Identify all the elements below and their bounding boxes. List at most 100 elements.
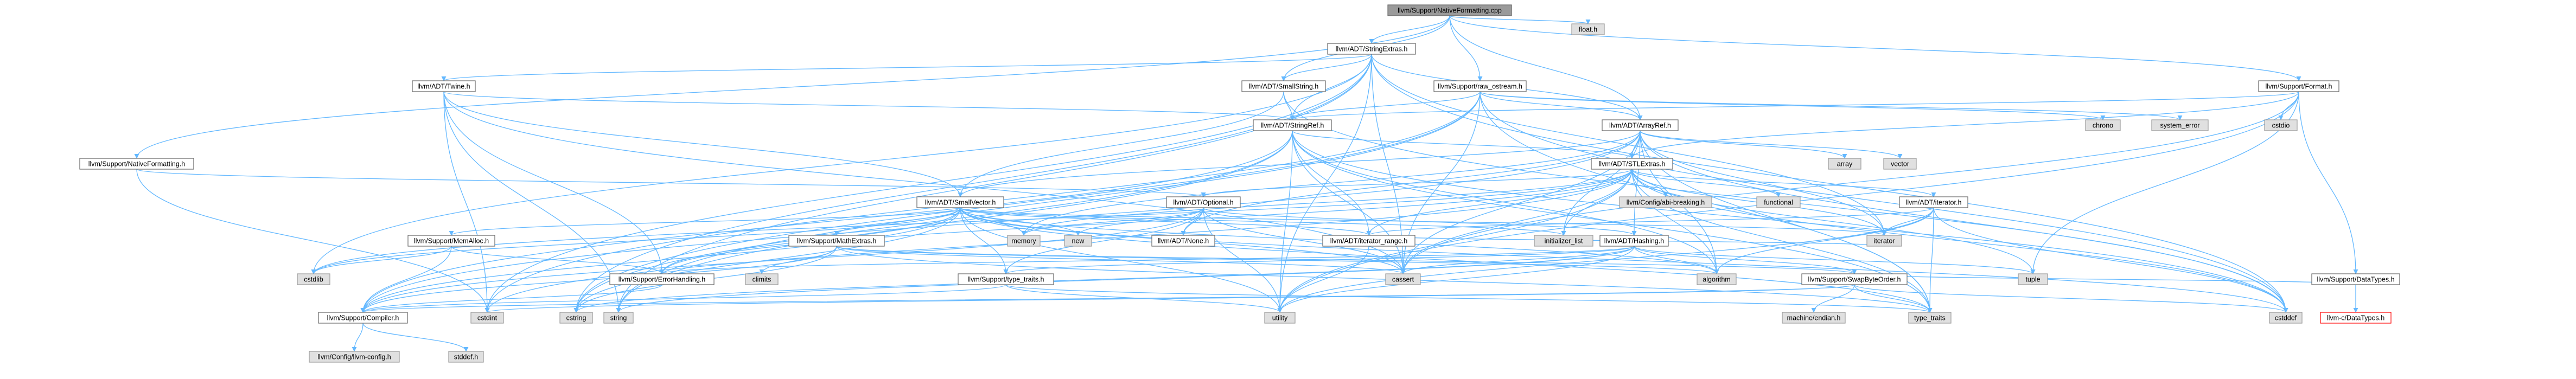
edge-smallstring-to-smallvector (958, 91, 1284, 197)
node-box (1591, 158, 1673, 170)
node-string: string (603, 312, 634, 324)
node-label: llvm/ADT/SmallVector.h (925, 198, 996, 206)
edge-arrayref-to-cassert (1400, 130, 1641, 274)
node-label: functional (1764, 198, 1793, 206)
edge-rawostream-to-arrayref (1480, 91, 1643, 120)
node-algorithm: algorithm (1697, 273, 1737, 285)
node-float: float.h (1571, 23, 1605, 35)
node-rawostream[interactable]: llvm/Support/raw_ostream.h (1433, 80, 1527, 92)
edge-smallvector-to-cstdlib (311, 207, 961, 274)
node-box (559, 312, 593, 324)
node-box (1387, 4, 1512, 16)
node-label: llvm-c/DataTypes.h (2327, 314, 2384, 322)
edge-format-to-stlextras (1629, 91, 2299, 159)
node-iterator: iterator (1866, 235, 1902, 247)
node-box (609, 273, 715, 285)
edge-swapbyteorder-to-cstdint (485, 284, 1855, 313)
node-stringref[interactable]: llvm/ADT/StringRef.h (1253, 119, 1332, 131)
node-hashing[interactable]: llvm/ADT/Hashing.h (1599, 235, 1669, 247)
node-label: climits (753, 275, 771, 283)
node-cassert: cassert (1385, 273, 1421, 285)
edge-memalloc-to-compiler (360, 246, 452, 313)
edge-format-to-cassert (1400, 91, 2299, 274)
node-none[interactable]: llvm/ADT/None.h (1151, 235, 1215, 247)
edge-stringextras-to-cassert (1371, 54, 1406, 274)
node-root[interactable]: llvm/Support/NativeFormatting.cpp (1387, 4, 1512, 16)
node-label: llvm/Config/abi-breaking.h (1627, 198, 1705, 206)
node-box (2258, 80, 2339, 92)
node-box (603, 312, 634, 324)
node-iteratorrange[interactable]: llvm/ADT/iterator_range.h (1322, 235, 1415, 247)
edge-stringextras-to-string (616, 54, 1372, 313)
node-box (2269, 312, 2303, 324)
edge-arrayref-to-stdtypetraits (1640, 130, 1933, 313)
edge-stringref-to-cassert (1292, 130, 1406, 274)
node-arrayref[interactable]: llvm/ADT/ArrayRef.h (1602, 119, 1679, 131)
edge-stlextras-to-tuple (1631, 169, 2036, 274)
edge-arrayref-to-iterator (1640, 130, 1887, 236)
node-smallvector[interactable]: llvm/ADT/SmallVector.h (916, 196, 1004, 208)
edge-errorhandling-to-compiler (360, 284, 662, 313)
edge-arrayref-to-compiler (360, 130, 1641, 313)
node-box (2311, 273, 2400, 285)
node-typetraits[interactable]: llvm/Support/type_traits.h (958, 273, 1054, 285)
node-box (309, 351, 400, 363)
edge-smallvector-to-typetraits (960, 207, 1009, 274)
node-optional[interactable]: llvm/ADT/Optional.h (1166, 196, 1241, 208)
node-label: llvm/ADT/iterator.h (1906, 198, 1962, 206)
node-nativeformatting[interactable]: llvm/Support/NativeFormatting.h (79, 158, 194, 170)
node-label: llvm/Support/NativeFormatting.cpp (1398, 7, 1502, 14)
node-stringextras[interactable]: llvm/ADT/StringExtras.h (1327, 43, 1416, 55)
edge-arrayref-to-cstddef (1640, 130, 2288, 313)
edge-stlextras-to-optional (1201, 169, 1633, 197)
node-label: llvm/Support/type_traits.h (967, 275, 1044, 283)
node-systemerror: system_error (2151, 119, 2209, 131)
edge-swapbyteorder-to-cstddef (1854, 284, 2288, 313)
edge-twine-to-cstdint (443, 91, 490, 313)
node-llvmconfig: llvm/Config/llvm-config.h (309, 351, 400, 363)
node-compiler[interactable]: llvm/Support/Compiler.h (318, 312, 408, 324)
edge-hashing-to-errorhandling (660, 246, 1635, 274)
node-chrono: chrono (2085, 119, 2121, 131)
edge-twine-to-cassert (443, 91, 1406, 274)
edge-stlextras-to-cstdlib (311, 169, 1633, 274)
node-box (916, 196, 1004, 208)
node-errorhandling[interactable]: llvm/Support/ErrorHandling.h (609, 273, 715, 285)
edge-stringextras-to-cstddef (1371, 54, 2288, 313)
node-box (1866, 235, 1902, 247)
node-cdatatypes[interactable]: llvm-c/DataTypes.h (2320, 312, 2392, 324)
node-box (1828, 158, 1861, 170)
edge-optional-to-utility (1203, 207, 1283, 313)
node-mathextras[interactable]: llvm/Support/MathExtras.h (788, 235, 885, 247)
node-datatypes[interactable]: llvm/Support/DataTypes.h (2311, 273, 2400, 285)
node-iteratorh[interactable]: llvm/ADT/iterator.h (1899, 196, 1968, 208)
edge-root-to-float (1449, 15, 1591, 24)
node-label: new (1072, 237, 1085, 245)
edge-swapbyteorder-to-stdtypetraits (1854, 284, 1933, 313)
edge-stlextras-to-cassert (1400, 169, 1633, 274)
node-format[interactable]: llvm/Support/Format.h (2258, 80, 2339, 92)
node-label: llvm/Support/Compiler.h (327, 314, 399, 322)
edge-format-to-stringref (1290, 91, 2299, 120)
node-label: string (610, 314, 627, 322)
edge-hashing-to-tuple (1634, 246, 2036, 274)
edge-stlextras-to-algorithm (1631, 169, 1719, 274)
node-label: iterator (1874, 237, 1895, 245)
edge-twine-to-smallvector (443, 91, 963, 197)
node-label: stddef.h (454, 353, 479, 361)
node-stlextras[interactable]: llvm/ADT/STLExtras.h (1591, 158, 1673, 170)
node-label: llvm/Support/NativeFormatting.h (88, 160, 186, 168)
node-label: llvm/Support/ErrorHandling.h (619, 275, 706, 283)
edge-hashing-to-typetraits (1003, 246, 1635, 274)
node-swapbyteorder[interactable]: llvm/Support/SwapByteOrder.h (1801, 273, 1908, 285)
node-label: llvm/ADT/Hashing.h (1604, 237, 1664, 245)
node-smallstring[interactable]: llvm/ADT/SmallString.h (1241, 80, 1326, 92)
node-box (1166, 196, 1241, 208)
edge-nativeformatting-to-cstdint (136, 169, 490, 313)
node-box (2151, 119, 2209, 131)
node-twine[interactable]: llvm/ADT/Twine.h (412, 80, 476, 92)
edge-iteratorh-to-iterator (1882, 207, 1934, 236)
edge-typetraits-to-compiler (360, 284, 1006, 313)
edge-arrayref-to-array (1640, 130, 1847, 159)
node-memalloc[interactable]: llvm/Support/MemAlloc.h (407, 235, 495, 247)
